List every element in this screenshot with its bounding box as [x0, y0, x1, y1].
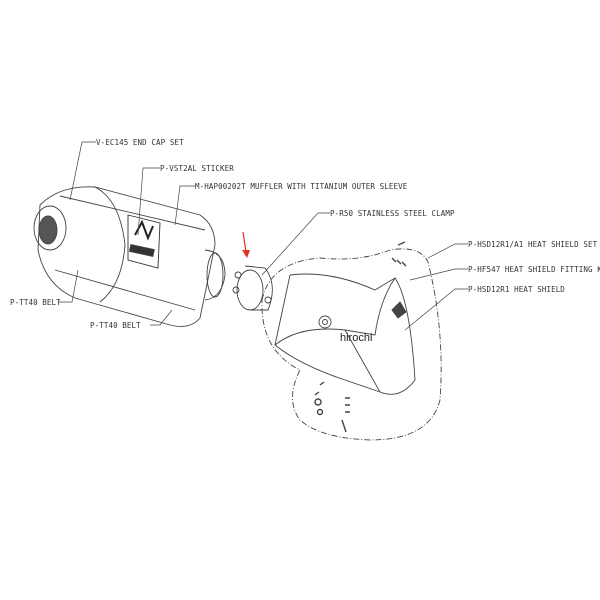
clamp-drawing [232, 265, 273, 311]
red-arrow-icon [242, 231, 250, 258]
label-fitting-kit: P-HF547 HEAT SHIELD FITTING KIT [468, 265, 600, 274]
heat-shield-set-boundary [261, 248, 442, 441]
fitting-kit-drawing [314, 241, 407, 433]
label-belt-left: P-TT40 BELT [10, 298, 61, 307]
label-heat-shield: P-HSD12R1 HEAT SHIELD [468, 285, 565, 294]
label-end-cap: V-EC145 END CAP SET [96, 138, 184, 147]
watermark: hirochi [340, 332, 373, 344]
label-clamp: P-R50 STAINLESS STEEL CLAMP [330, 209, 455, 218]
heat-shield-drawing [274, 273, 416, 395]
label-belt-bottom: P-TT40 BELT [90, 321, 141, 330]
label-sticker: P-VST2AL STICKER [160, 164, 234, 173]
label-heat-shield-set: P-HSD12R1/A1 HEAT SHIELD SET [468, 240, 598, 249]
muffler-drawing [33, 186, 226, 327]
leader-lines [58, 141, 468, 331]
label-muffler: M-HAP00202T MUFFLER WITH TITANIUM OUTER … [195, 182, 408, 191]
